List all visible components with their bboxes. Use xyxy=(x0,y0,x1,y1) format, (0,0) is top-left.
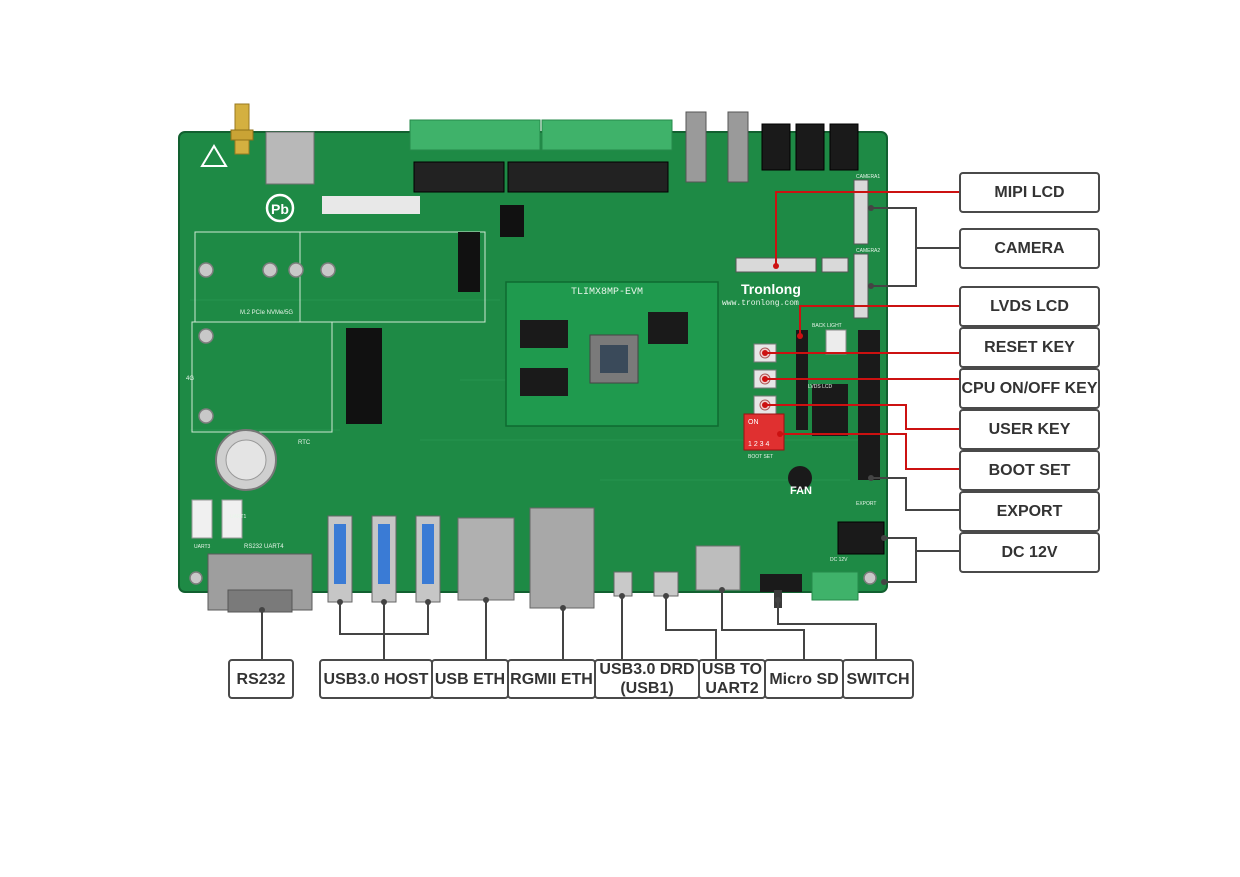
label-rs232: RS232 xyxy=(228,659,294,699)
usb-c-drd xyxy=(613,571,633,597)
label-switch-text: SWITCH xyxy=(846,670,910,688)
label-usb-eth-text: USB ETH xyxy=(434,670,506,688)
label-cpu-onoff-key-text: CPU ON/OFF KEY xyxy=(961,380,1098,397)
silk-export: EXPORT xyxy=(856,501,876,507)
leader-dots-dark xyxy=(259,205,887,613)
label-export-text: EXPORT xyxy=(996,503,1063,520)
label-strip xyxy=(322,196,420,214)
backlight-connector xyxy=(825,329,847,355)
power-ic xyxy=(500,205,524,237)
label-usb-to-uart2-line1: USB TO xyxy=(701,661,763,678)
label-usb30-host-text: USB3.0 HOST xyxy=(323,670,429,688)
silk-4g: 4G xyxy=(186,376,194,382)
silk-lvds: LVDS LCD xyxy=(808,384,832,390)
wifi-antenna xyxy=(230,103,254,155)
label-micro-sd: Micro SD xyxy=(764,659,844,699)
uart3-connector xyxy=(221,499,243,539)
som-module: TLIMX8MP-EVM xyxy=(505,281,719,427)
sim-slot xyxy=(265,131,315,185)
uart1-connector xyxy=(191,499,213,539)
rj45-rgmii-eth xyxy=(529,507,595,609)
label-mipi-lcd-text: MIPI LCD xyxy=(994,184,1065,201)
camera1-connector xyxy=(853,179,869,245)
top-right-jacks xyxy=(685,111,859,183)
terminal-blocks xyxy=(409,119,673,193)
label-usb-to-uart2-line2: UART2 xyxy=(705,680,759,697)
label-usb30-drd: USB3.0 DRD (USB1) xyxy=(594,659,700,699)
dc-jack xyxy=(837,521,885,555)
label-switch: SWITCH xyxy=(842,659,914,699)
label-boot-set-text: BOOT SET xyxy=(988,462,1071,479)
label-cpu-onoff-key: CPU ON/OFF KEY xyxy=(959,368,1100,409)
silk-dip-on: ON xyxy=(748,419,759,426)
label-usb30-drd-line1: USB3.0 DRD xyxy=(599,661,695,678)
label-boot-set: BOOT SET xyxy=(959,450,1100,491)
silk-uart1: UART1 xyxy=(230,514,247,520)
label-dc-12v-text: DC 12V xyxy=(1001,544,1058,561)
rs232-db9 xyxy=(207,553,313,611)
label-mipi-lcd: MIPI LCD xyxy=(959,172,1100,213)
silk-m2: M.2 PCIe NVMe/5G xyxy=(240,310,293,316)
usb-c-uart2 xyxy=(653,571,679,597)
label-reset-key-text: RESET KEY xyxy=(984,339,1075,356)
leader-lines-red xyxy=(765,191,960,470)
m2-slot-area: M.2 PCIe NVMe/5G 4G xyxy=(186,231,486,433)
leader-lines-dark xyxy=(261,207,960,660)
silk-camera1: CAMERA1 xyxy=(856,174,880,180)
label-rs232-text: RS232 xyxy=(236,670,286,688)
label-rgmii-eth: RGMII ETH xyxy=(507,659,596,699)
label-export: EXPORT xyxy=(959,491,1100,532)
rj45-usb-eth xyxy=(457,517,515,601)
silk-boot-set: BOOT SET xyxy=(748,454,773,460)
label-reset-key: RESET KEY xyxy=(959,327,1100,368)
label-usb-to-uart2: USB TO UART2 xyxy=(698,659,766,699)
mini-pcie-connector xyxy=(346,328,382,424)
silk-backlight: BACK LIGHT xyxy=(812,323,842,329)
camera2-connector xyxy=(853,253,869,319)
dip-switch: ON 1 2 3 4 BOOT SET xyxy=(743,413,785,460)
label-micro-sd-text: Micro SD xyxy=(769,670,839,688)
silk-dc: DC 12V xyxy=(830,557,848,563)
silk-url: www.tronlong.com xyxy=(722,299,799,308)
label-camera-text: CAMERA xyxy=(994,240,1065,257)
brand-logo: Tronlong xyxy=(741,281,801,297)
label-lvds-lcd: LVDS LCD xyxy=(959,286,1100,327)
label-user-key-text: USER KEY xyxy=(988,421,1071,438)
micro-sd-slot xyxy=(695,545,741,591)
power-switch xyxy=(760,574,802,592)
label-usb-eth: USB ETH xyxy=(431,659,509,699)
silk-fan: FAN xyxy=(790,485,812,497)
power-terminal xyxy=(811,571,859,601)
silk-rtc: RTC xyxy=(298,440,311,446)
svg-text:Pb: Pb xyxy=(271,201,289,217)
label-user-key: USER KEY xyxy=(959,409,1100,450)
label-rgmii-eth-text: RGMII ETH xyxy=(510,670,593,688)
lvds-block xyxy=(812,384,848,436)
label-dc-12v: DC 12V xyxy=(959,532,1100,573)
m2-connector xyxy=(458,232,480,292)
silk-camera2: CAMERA2 xyxy=(856,248,880,254)
label-usb30-drd-line2: (USB1) xyxy=(620,680,674,697)
pb-logo: Pb xyxy=(200,144,295,223)
fan-header xyxy=(788,466,812,490)
usb-a-ports xyxy=(327,515,441,603)
small-fpc-connector xyxy=(821,257,849,273)
leader-dots-red xyxy=(762,263,803,437)
label-usb30-host: USB3.0 HOST xyxy=(319,659,433,699)
silk-uart3: UART3 xyxy=(194,544,211,550)
label-lvds-lcd-text: LVDS LCD xyxy=(990,298,1069,315)
silk-dip-nums: 1 2 3 4 xyxy=(748,441,770,448)
silk-uart: RS232 UART4 xyxy=(244,544,284,550)
silk-model: TLIMX8MP-EVM xyxy=(571,287,643,298)
label-camera: CAMERA xyxy=(959,228,1100,269)
